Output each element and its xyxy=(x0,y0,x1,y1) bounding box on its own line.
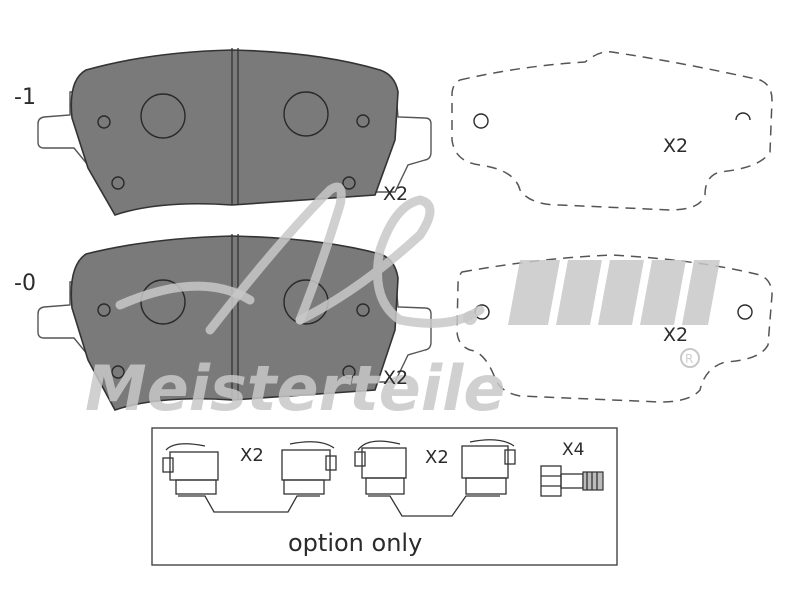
pad-bottom-pin-left xyxy=(140,279,186,325)
clip-right-spring-b xyxy=(469,439,515,447)
watermark-swoosh-l xyxy=(295,195,485,328)
pad-top-quantity: X2 xyxy=(383,183,408,205)
pad-top-rivet-4 xyxy=(342,176,356,190)
accessory-box: X2 X2 X4 option only xyxy=(151,427,618,566)
watermark-logo: Meisterteile R xyxy=(85,182,720,425)
pad-top-rivet-1 xyxy=(97,115,111,129)
pad-bottom-rivet-3 xyxy=(111,365,125,379)
shim-top-hole-right xyxy=(735,112,751,121)
bolt-thread xyxy=(582,471,604,491)
clip-left-spring-a xyxy=(165,443,206,451)
pad-bottom-rivet-2 xyxy=(356,303,370,317)
clip-left-spring-b xyxy=(289,441,335,449)
watermark-swoosh-a xyxy=(205,182,346,335)
watermark-stripes xyxy=(508,260,720,325)
clip-right-bridge xyxy=(368,495,500,517)
clip-right-tab-a xyxy=(354,451,366,467)
pad-top-friction xyxy=(70,49,399,216)
pad-top-rivet-3 xyxy=(111,176,125,190)
pad-top-rivet-2 xyxy=(356,114,370,128)
bolt-shank xyxy=(560,473,584,489)
brake-pad-top xyxy=(37,48,432,216)
watermark-registered-ring xyxy=(680,348,700,368)
clip-set-right xyxy=(354,439,516,517)
clip-right-spring-a xyxy=(357,440,401,451)
shim-top-quantity: X2 xyxy=(663,135,688,157)
accessory-box-frame xyxy=(151,427,618,566)
option-only-label: option only xyxy=(288,529,422,557)
shim-top-outline xyxy=(451,50,773,211)
clip-right-foot-a xyxy=(365,477,405,495)
shim-bottom-quantity: X2 xyxy=(663,324,688,346)
guide-bolt xyxy=(540,465,604,497)
clip-left-body-a xyxy=(169,451,219,481)
clip-set-left xyxy=(162,441,337,513)
clip-right-body-b xyxy=(461,445,509,479)
clip-left-tab-a xyxy=(162,457,174,473)
bolt-head xyxy=(540,465,562,497)
bolt-quantity: X4 xyxy=(562,440,584,460)
pad-bottom-rivet-4 xyxy=(342,365,356,379)
row-top-marker: -1 xyxy=(14,85,36,110)
clip-left-quantity: X2 xyxy=(240,445,264,466)
shim-top-hole-left xyxy=(473,113,489,129)
watermark-swoosh-base xyxy=(115,281,255,310)
clip-left-tab-b xyxy=(325,455,337,471)
watermark-registered-mark: R xyxy=(685,352,693,366)
clip-left-foot-a xyxy=(175,479,217,495)
watermark-dot xyxy=(463,311,477,325)
pad-top-pin-right xyxy=(283,91,329,137)
pad-bottom-rivet-1 xyxy=(97,303,111,317)
clip-right-tab-b xyxy=(504,449,516,465)
clip-left-bridge xyxy=(178,495,320,513)
watermark-brand-text: Meisterteile xyxy=(85,352,505,425)
clip-right-body-a xyxy=(361,447,407,479)
clip-left-body-b xyxy=(281,449,331,481)
row-bottom-marker: -0 xyxy=(14,271,36,296)
clip-right-foot-b xyxy=(465,477,507,495)
shim-top xyxy=(451,50,773,211)
shim-bottom-hole-right xyxy=(737,304,753,320)
clip-left-foot-b xyxy=(283,479,325,495)
pad-top-pin-left xyxy=(140,93,186,139)
clip-right-quantity: X2 xyxy=(425,447,449,468)
pad-bottom-quantity: X2 xyxy=(383,367,408,389)
